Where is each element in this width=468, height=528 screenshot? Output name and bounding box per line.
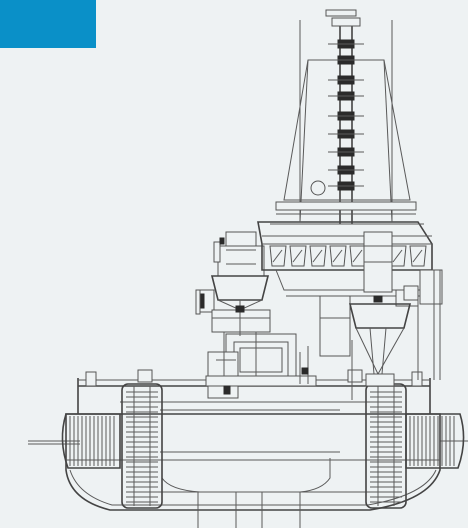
left-crane <box>199 231 271 376</box>
right-tire-fender <box>365 383 407 509</box>
side-fenders <box>61 413 465 469</box>
deck-winch <box>205 333 317 399</box>
blue-corner-tab <box>0 0 96 48</box>
structure-lines <box>195 270 441 380</box>
mast <box>270 9 424 225</box>
wheelhouse <box>257 221 443 357</box>
right-crane <box>348 231 412 400</box>
left-tire-fender <box>121 383 163 509</box>
